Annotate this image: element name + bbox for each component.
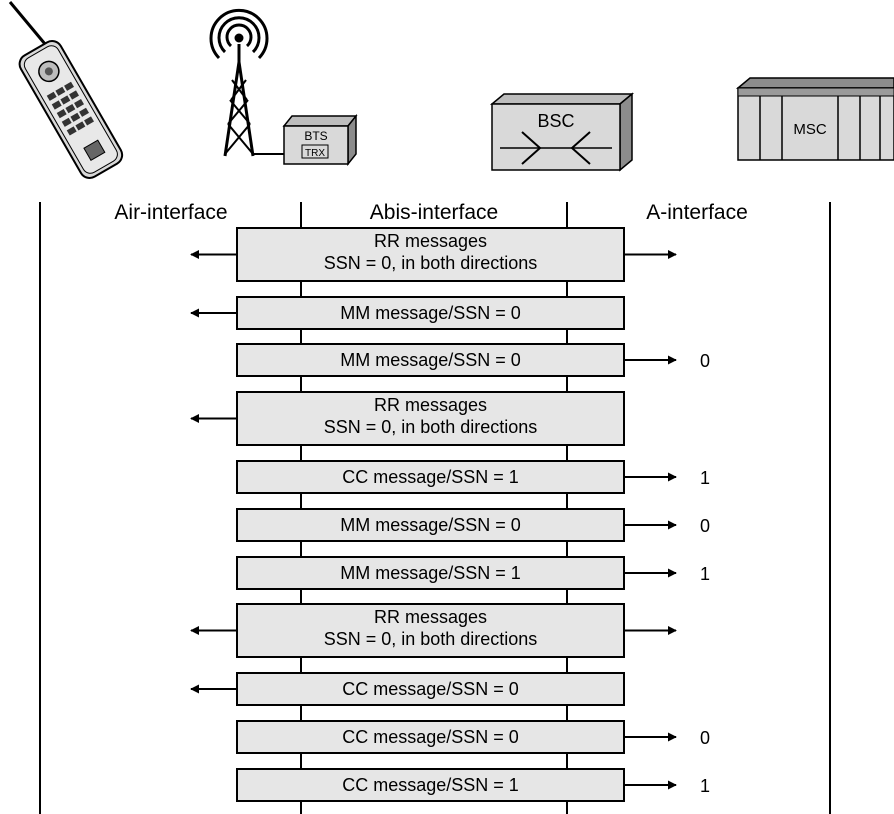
msc-label: MSC: [793, 121, 827, 138]
bts-icon: BTS TRX: [282, 113, 358, 167]
message-row: MM message/SSN = 0: [190, 296, 625, 330]
message-text: SSN = 0, in both directions: [324, 417, 538, 437]
message-text: RR messages: [374, 395, 487, 415]
message-row: CC message/SSN = 1 1: [236, 460, 710, 494]
message-text: SSN = 0, in both directions: [324, 629, 538, 649]
mobile-phone-icon: [8, 1, 124, 179]
message-text: RR messages: [374, 607, 487, 627]
ssn-value: 1: [700, 776, 710, 796]
message-box: [236, 391, 625, 446]
message-text: CC message/SSN = 1: [342, 775, 519, 795]
message-row: CC message/SSN = 0 0: [236, 720, 710, 754]
message-box: [236, 556, 625, 590]
message-text: CC message/SSN = 1: [342, 467, 519, 487]
ssn-value: 1: [700, 564, 710, 584]
message-box: [236, 296, 625, 330]
ssn-value: 0: [700, 351, 710, 371]
message-row: MM message/SSN = 1 1: [236, 556, 710, 590]
message-text: CC message/SSN = 0: [342, 679, 519, 699]
air-interface-label: Air-interface: [114, 201, 227, 224]
bts-label: BTS: [304, 129, 327, 143]
message-box: [236, 603, 625, 658]
ssn-value: 0: [700, 728, 710, 748]
message-text: RR messages: [374, 231, 487, 251]
message-text: MM message/SSN = 0: [340, 303, 521, 323]
bsc-label: BSC: [537, 111, 574, 131]
message-text: CC message/SSN = 0: [342, 727, 519, 747]
message-text: MM message/SSN = 1: [340, 563, 521, 583]
message-box: [236, 343, 625, 377]
ssn-value: 1: [700, 468, 710, 488]
message-box: [236, 768, 625, 802]
message-row: CC message/SSN = 1 1: [236, 768, 710, 802]
message-text: MM message/SSN = 0: [340, 350, 521, 370]
abis-interface-label: Abis-interface: [370, 201, 498, 224]
message-box: [236, 508, 625, 542]
message-row: CC message/SSN = 0: [190, 672, 625, 706]
trx-label: TRX: [305, 148, 325, 159]
ssn-value: 0: [700, 516, 710, 536]
bsc-icon: BSC: [489, 92, 635, 172]
msc-icon: MSC: [735, 77, 894, 161]
message-text: SSN = 0, in both directions: [324, 253, 538, 273]
message-text: MM message/SSN = 0: [340, 515, 521, 535]
antenna-tower-icon: [209, 8, 284, 157]
message-row: MM message/SSN = 0 0: [236, 343, 710, 377]
a-interface-label: A-interface: [646, 201, 748, 224]
message-box: [236, 460, 625, 494]
message-row: MM message/SSN = 0 0: [236, 508, 710, 542]
